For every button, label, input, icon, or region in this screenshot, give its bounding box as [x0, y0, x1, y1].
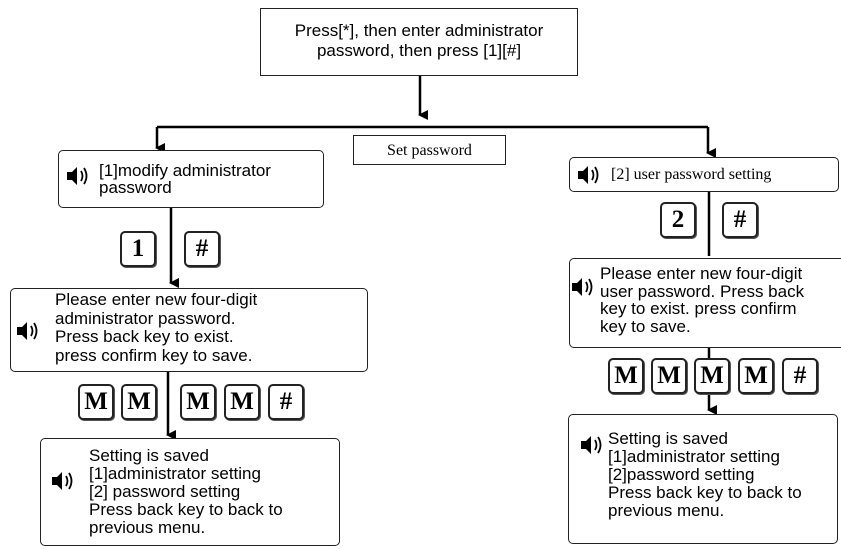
left-menu-item-box [58, 150, 324, 208]
key-m[interactable]: M [608, 358, 644, 394]
key-m[interactable]: M [121, 384, 157, 420]
left-prompt-text: Please enter new four-digit administrato… [55, 290, 258, 365]
speaker-icon [17, 322, 38, 340]
right-prompt-box [569, 258, 841, 348]
left-prompt-box [10, 288, 368, 372]
key-m[interactable]: M [180, 384, 216, 420]
key-m[interactable]: M [78, 384, 114, 420]
key-m[interactable]: M [224, 384, 260, 420]
right-saved-text: Setting is saved [1]administrator settin… [608, 429, 802, 520]
left-saved-box [40, 438, 340, 546]
key-m[interactable]: M [694, 358, 730, 394]
key-2[interactable]: 2 [660, 202, 696, 238]
key-hash[interactable]: # [782, 358, 818, 394]
speaker-icon [572, 278, 593, 296]
speaker-icon [52, 472, 73, 490]
right-menu-item-text: [2] user password setting [611, 166, 772, 183]
right-menu-item-box [569, 157, 839, 192]
key-hash[interactable]: # [268, 384, 304, 420]
left-menu-item-text: [1]modify administrator password [99, 161, 271, 197]
speaker-icon [67, 167, 88, 185]
left-saved-text: Setting is saved [1]administrator settin… [89, 446, 283, 537]
set-password-box [353, 135, 506, 165]
speaker-icon [581, 436, 602, 454]
top-instruction-box [260, 8, 578, 76]
key-m[interactable]: M [738, 358, 774, 394]
key-hash[interactable]: # [722, 202, 758, 238]
key-m[interactable]: M [651, 358, 687, 394]
key-hash[interactable]: # [184, 231, 220, 267]
top-instruction-text: Press[*], then enter administrator passw… [294, 21, 544, 60]
right-prompt-text: Please enter new four-digit user passwor… [600, 264, 805, 336]
right-saved-box [568, 414, 838, 544]
speaker-icon [578, 166, 599, 184]
set-password-label: Set password [387, 142, 472, 159]
key-1[interactable]: 1 [120, 231, 156, 267]
